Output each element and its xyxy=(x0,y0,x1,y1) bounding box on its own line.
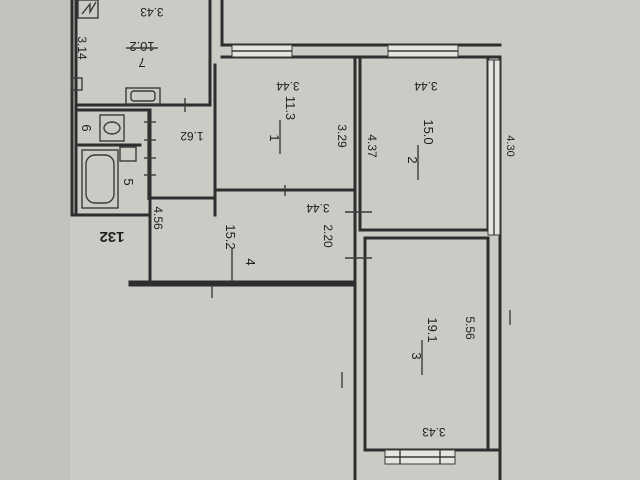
toilet-icon xyxy=(99,114,125,142)
dim-room2-width: 3.44 xyxy=(414,79,438,93)
windows xyxy=(231,44,501,465)
bathtub-icon xyxy=(81,149,119,209)
vent-icon xyxy=(77,0,99,19)
dim-room1-width: 3.44 xyxy=(276,79,300,93)
paper-left-shade xyxy=(0,0,70,480)
room-5-number: 5 xyxy=(121,178,136,185)
washbasin-icon xyxy=(119,146,137,162)
room-7-number: 7 xyxy=(138,55,145,70)
room-7-area: 10.2 xyxy=(129,39,154,54)
dim-hall-width: 3.44 xyxy=(306,201,330,215)
sink-icon xyxy=(125,87,161,105)
room-2-area: 15.0 xyxy=(421,119,436,144)
interior-walls xyxy=(74,55,502,452)
dim-hall-depth: 2.20 xyxy=(321,224,335,248)
fixtures xyxy=(71,0,511,388)
dim-room3-width: 3.43 xyxy=(422,425,446,439)
dim-room3-depth: 5.56 xyxy=(463,316,477,340)
room-1-number: 1 xyxy=(267,134,282,141)
room-3-number: 3 xyxy=(409,352,424,359)
dim-corridor-depth: 4.30 xyxy=(504,135,516,156)
dim-room2-depth: 4.37 xyxy=(365,134,379,158)
dim-bath-depth: 4.56 xyxy=(151,206,165,230)
room-4-number: 4 xyxy=(243,258,258,265)
dim-corridor-width: 1.62 xyxy=(180,129,204,143)
apartment-code: 132 xyxy=(99,228,124,245)
room-1-area: 11.3 xyxy=(283,96,298,120)
dim-room7-side: 3.14 xyxy=(75,36,89,60)
vent-zigzag-icon xyxy=(81,1,97,15)
room-4-area: 15.2 xyxy=(223,224,238,249)
dim-room1-depth: 3.29 xyxy=(335,124,349,148)
room-3-area: 19.1 xyxy=(425,317,440,342)
room-6-number: 6 xyxy=(79,124,94,131)
room-2-number: 2 xyxy=(405,156,420,163)
shaft-icon xyxy=(71,77,83,91)
dimension-labels: 3.43 3.14 3.44 3.29 3.44 4.37 4.30 3.44 … xyxy=(75,5,516,439)
dim-room7-width: 3.43 xyxy=(140,5,164,19)
room-labels: 10.2 7 11.3 1 15.0 2 19.1 3 15.2 4 5 6 xyxy=(79,39,440,375)
